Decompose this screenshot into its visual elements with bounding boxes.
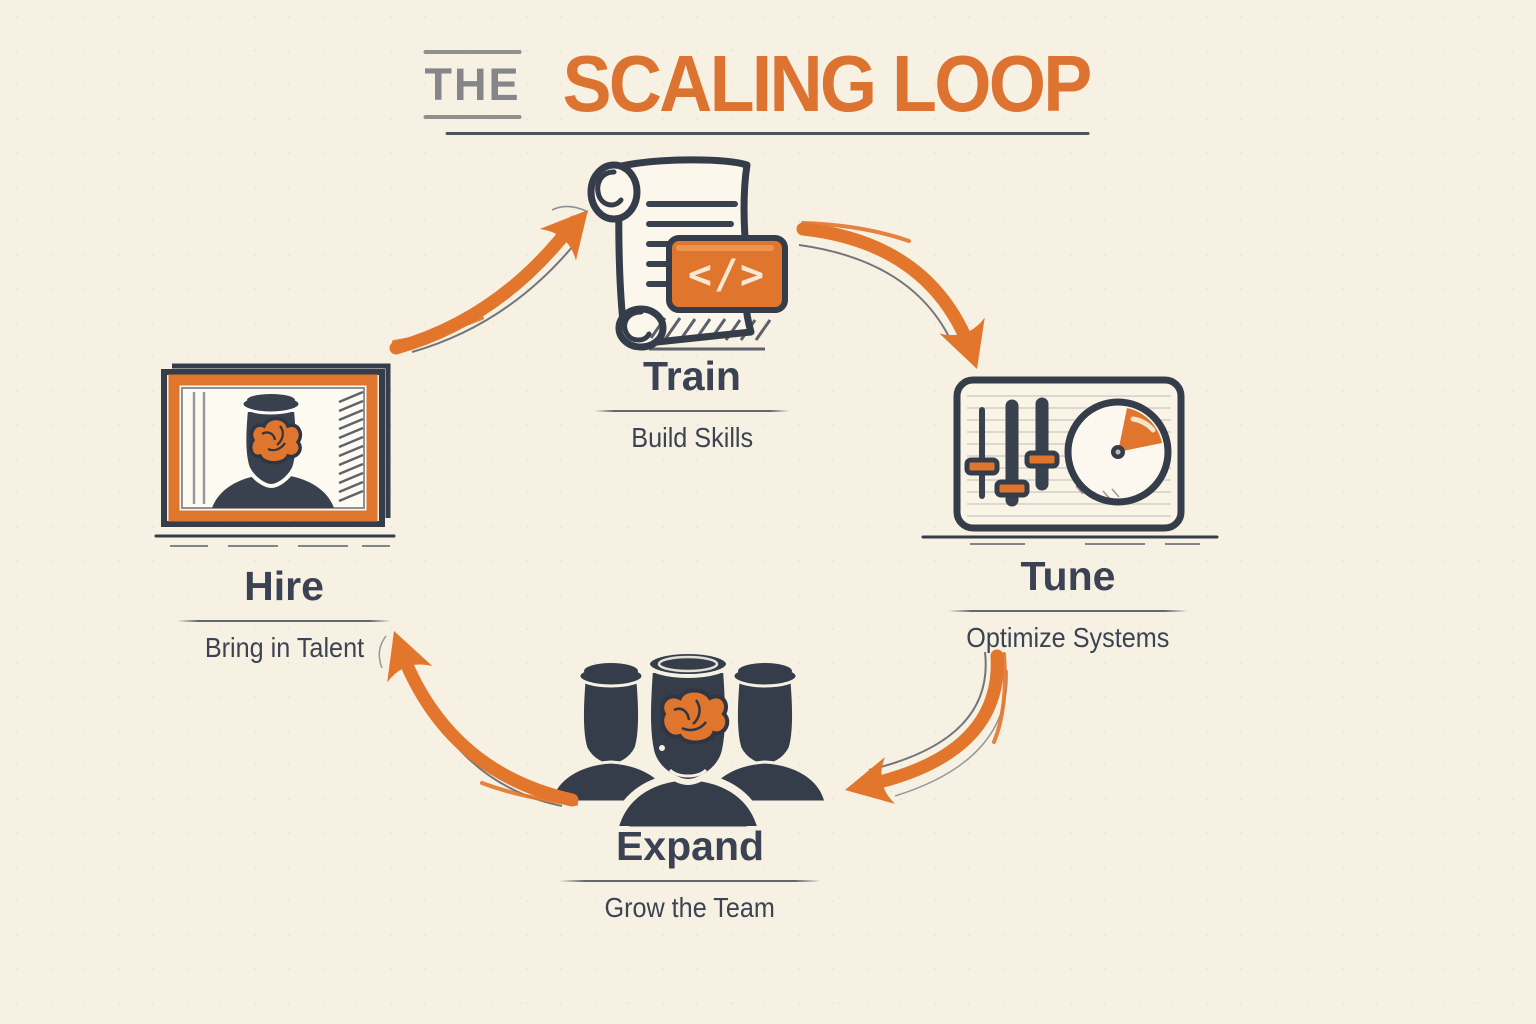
arrow-train-to-tune [793, 203, 1003, 381]
dial-wedge [1118, 408, 1162, 452]
title-main: SCALING LOOP [562, 39, 1092, 128]
window-lines [192, 392, 206, 504]
arrow-tune-to-expand [833, 648, 1048, 820]
hatch-band [338, 390, 364, 503]
arrow-hire-to-train [382, 188, 602, 356]
train-title: Train [643, 353, 741, 399]
expand-divider [559, 880, 821, 882]
portrait-frame-svg [154, 363, 396, 547]
arrow-expand-to-hire [362, 626, 582, 811]
hire-labels: Hire Bring in Talent [177, 566, 391, 664]
team-jars-icon [538, 640, 838, 830]
expand-title: Expand [615, 823, 765, 869]
expand-subtitle: Grow the Team [604, 892, 776, 923]
title-prefix-group: THE [423, 49, 522, 119]
train-divider [594, 410, 790, 412]
hire-title: Hire [244, 563, 324, 609]
mixer-dial-svg [921, 376, 1219, 545]
train-labels: Train Build Skills [594, 353, 790, 454]
team-jars-svg [548, 650, 828, 830]
brain-in-jar [660, 688, 730, 745]
scroll-code-icon: </> [565, 152, 805, 357]
slider-handles [964, 450, 1060, 498]
code-badge [666, 235, 788, 313]
scroll-code-svg: </> [587, 156, 788, 351]
hire-divider [177, 620, 391, 622]
bust-shoulders [212, 474, 334, 508]
scroll-hatch-shadow [649, 317, 772, 351]
dial-hatch [1075, 485, 1120, 501]
portrait-frame-icon [150, 358, 405, 558]
train-subtitle: Build Skills [631, 422, 753, 453]
tune-subtitle: Optimize Systems [966, 622, 1170, 653]
diagram-title: THE SCALING LOOP [423, 39, 1113, 135]
prefix-bottom-rule [423, 114, 522, 119]
scroll-text-lines [646, 201, 738, 287]
hire-subtitle: Bring in Talent [204, 632, 364, 663]
title-prefix: THE [424, 58, 521, 110]
mixer-dial-icon [915, 372, 1225, 547]
title-row: THE SCALING LOOP [423, 39, 1113, 128]
tune-labels: Tune Optimize Systems [948, 556, 1188, 654]
brain-in-jar [249, 416, 303, 465]
tune-divider [948, 610, 1188, 612]
prefix-top-rule [423, 49, 522, 54]
title-underline [446, 132, 1090, 135]
tune-title: Tune [1020, 553, 1116, 599]
expand-labels: Expand Grow the Team [559, 826, 821, 924]
code-badge-glyph: </> [688, 252, 766, 298]
